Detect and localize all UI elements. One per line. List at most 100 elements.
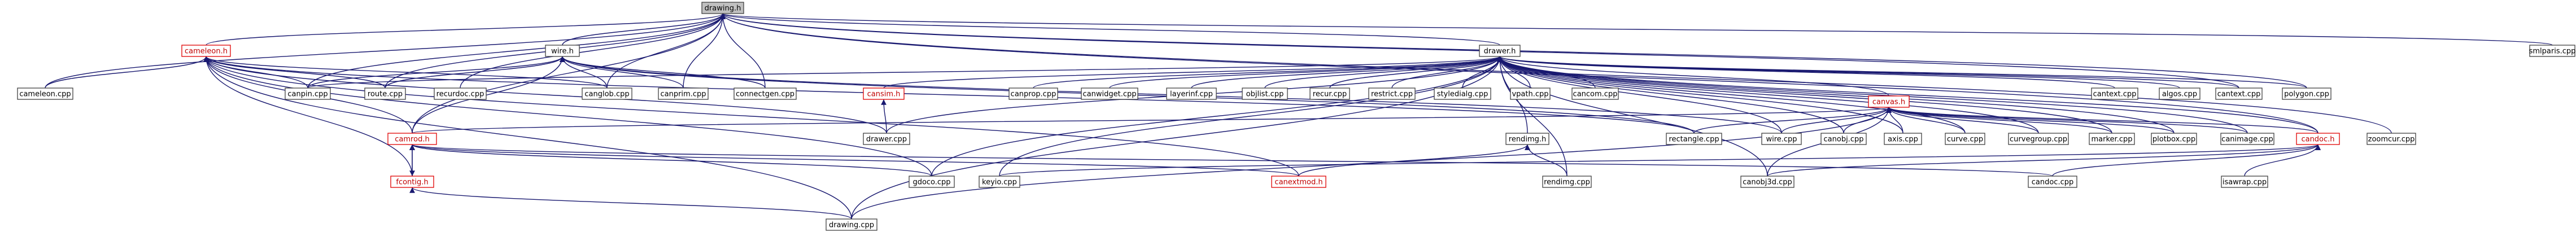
node-cameleon-cpp[interactable]: cameleon.cpp xyxy=(17,87,73,100)
node-canpin-cpp[interactable]: canpin.cpp xyxy=(285,87,331,100)
node-box xyxy=(1505,133,1549,145)
node-label: rectangle.cpp xyxy=(1669,135,1719,144)
node-box xyxy=(1271,176,1326,188)
node-box xyxy=(2220,133,2274,145)
edge-canglob_cpp-to-cameleon_h xyxy=(203,56,608,89)
node-cansim-h[interactable]: cansim.h xyxy=(863,87,905,100)
node-wire-h[interactable]: wire.h xyxy=(545,45,580,57)
node-marker-cpp[interactable]: marker.cpp xyxy=(2089,133,2135,145)
node-drawing-cpp[interactable]: drawing.cpp xyxy=(826,218,877,231)
edge-camrod_h-to-drawing_h xyxy=(412,13,726,134)
node-rendimg-h[interactable]: rendimg.h xyxy=(1505,133,1549,145)
node-objlist-cpp[interactable]: objlist.cpp xyxy=(1242,87,1288,100)
edge-candoc_h-to-drawing_h xyxy=(720,13,2319,134)
edge-keyio_cpp-to-drawer_h xyxy=(999,56,1503,177)
node-curve-cpp[interactable]: curve.cpp xyxy=(1945,133,1985,145)
node-recur-cpp[interactable]: recur.cpp xyxy=(1309,87,1350,100)
node-canwidget-cpp[interactable]: canwidget.cpp xyxy=(1081,87,1138,100)
node-keyio-cpp[interactable]: keyio.cpp xyxy=(979,176,1020,188)
node-canobj-cpp[interactable]: canobj.cpp xyxy=(1820,133,1867,145)
node-box xyxy=(863,133,910,145)
node-box xyxy=(285,87,331,100)
node-algos-cpp[interactable]: algos.cpp xyxy=(2159,87,2200,100)
node-canvas-h[interactable]: canvas.h xyxy=(1868,95,1910,108)
node-connectgen-cpp[interactable]: connectgen.cpp xyxy=(733,87,797,100)
edge-keyio_cpp-to-candoc_h xyxy=(999,144,2321,177)
node-label: vpath.cpp xyxy=(1512,90,1548,99)
edge-smlparis_cpp-to-drawing_h xyxy=(721,13,2553,46)
node-zoomcur-cpp[interactable]: zoomcur.cpp xyxy=(2367,133,2416,145)
node-label: polygon.cpp xyxy=(2284,90,2329,99)
node-wire-cpp[interactable]: wire.cpp xyxy=(1761,133,1802,145)
node-box xyxy=(1434,87,1491,100)
node-cameleon-h[interactable]: cameleon.h xyxy=(181,45,231,57)
edge-candoc_cpp-to-camrod_h xyxy=(410,144,2053,177)
edge-recur_cpp-to-drawer_h xyxy=(1329,56,1503,89)
node-label: cameleon.h xyxy=(185,47,228,56)
node-smlparis-cpp[interactable]: smlparis.cpp xyxy=(2529,45,2576,57)
node-axis-cpp[interactable]: axis.cpp xyxy=(1884,133,1922,145)
edge-cansim_h-to-drawer_h xyxy=(883,56,1503,89)
node-curvegroup-cpp[interactable]: curvegroup.cpp xyxy=(2008,133,2069,145)
node-drawer-h[interactable]: drawer.h xyxy=(1479,45,1521,57)
node-cantext-cpp[interactable]: cantext.cpp xyxy=(2091,87,2138,100)
edge-canobj3d_cpp-to-drawer_h xyxy=(1497,56,1768,177)
node-label: wire.h xyxy=(551,47,574,56)
edge-recurdoc_cpp-to-drawing_h xyxy=(460,13,726,89)
node-box xyxy=(2091,87,2138,100)
node-restrict-cpp[interactable]: restrict.cpp xyxy=(1368,87,1416,100)
node-label: canobj3d.cpp xyxy=(1743,178,1792,187)
node-box xyxy=(181,45,231,57)
node-cantext2-cpp[interactable]: cantext.cpp xyxy=(2215,87,2263,100)
node-label: styledialg.cpp xyxy=(1437,90,1488,99)
node-polygon-cpp[interactable]: polygon.cpp xyxy=(2282,87,2332,100)
edge-canwidget_cpp-to-drawer_h xyxy=(1109,56,1503,89)
node-label: drawing.cpp xyxy=(829,221,874,230)
node-cancom-cpp[interactable]: cancom.cpp xyxy=(1571,87,1619,100)
node-canprop-cpp[interactable]: canprop.cpp xyxy=(1008,87,1058,100)
edge-gdoco_cpp-to-camrod_h xyxy=(409,144,932,177)
node-box xyxy=(390,176,434,188)
node-box xyxy=(545,45,580,57)
node-label: cansim.h xyxy=(867,90,901,99)
node-route-cpp[interactable]: route.cpp xyxy=(364,87,406,100)
node-label: canobj.cpp xyxy=(1824,135,1864,144)
node-label: recurdoc.cpp xyxy=(436,90,484,99)
node-drawing-h[interactable]: drawing.h xyxy=(701,2,744,14)
node-label: axis.cpp xyxy=(1888,135,1918,144)
node-label: drawing.h xyxy=(705,5,741,13)
node-vpath-cpp[interactable]: vpath.cpp xyxy=(1510,87,1551,100)
node-fcontig-h[interactable]: fcontig.h xyxy=(390,176,434,188)
edge-candoc_h-to-drawer_h xyxy=(1497,56,2319,134)
edge-rectangle_cpp-to-cameleon_h xyxy=(203,56,1695,134)
edge-candoc_cpp-to-candoc_h xyxy=(2052,144,2321,177)
node-rendimg-cpp[interactable]: rendimg.cpp xyxy=(1542,176,1592,188)
edge-camrod_h-to-wire_h xyxy=(412,56,565,134)
node-canextmod-h[interactable]: canextmod.h xyxy=(1271,176,1326,188)
node-box xyxy=(1510,87,1551,100)
node-box xyxy=(863,87,905,100)
node-box xyxy=(2151,133,2197,145)
node-canobj3d-cpp[interactable]: canobj3d.cpp xyxy=(1740,176,1795,188)
edge-canvas_h-to-drawer_h xyxy=(1497,56,1889,97)
node-rectangle-cpp[interactable]: rectangle.cpp xyxy=(1666,133,1722,145)
node-canglob-cpp[interactable]: canglob.cpp xyxy=(582,87,632,100)
node-styledialg-cpp[interactable]: styledialg.cpp xyxy=(1434,87,1491,100)
node-candoc-h[interactable]: candoc.h xyxy=(2296,133,2340,145)
node-label: candoc.h xyxy=(2301,135,2334,144)
node-isawrap-cpp[interactable]: isawrap.cpp xyxy=(2221,176,2268,188)
edge-canprim_cpp-to-wire_h xyxy=(560,56,684,89)
node-gdoco-cpp[interactable]: gdoco.cpp xyxy=(909,176,955,188)
node-canprim-cpp[interactable]: canprim.cpp xyxy=(658,87,709,100)
node-drawer-cpp[interactable]: drawer.cpp xyxy=(863,133,910,145)
node-label: canpin.cpp xyxy=(287,90,328,99)
node-canimage-cpp[interactable]: canimage.cpp xyxy=(2220,133,2274,145)
edge-candoc_h-to-canvas_h xyxy=(1886,107,2319,134)
node-candoc-cpp[interactable]: candoc.cpp xyxy=(2028,176,2077,188)
edge-canprop_cpp-to-drawer_h xyxy=(1033,56,1503,89)
node-camrod-h[interactable]: camrod.h xyxy=(387,133,437,145)
edge-route_cpp-to-wire_h xyxy=(385,56,565,89)
node-plotbox-cpp[interactable]: plotbox.cpp xyxy=(2151,133,2197,145)
node-recurdoc-cpp[interactable]: recurdoc.cpp xyxy=(434,87,487,100)
node-layerinf-cpp[interactable]: layerinf.cpp xyxy=(1166,87,1217,100)
